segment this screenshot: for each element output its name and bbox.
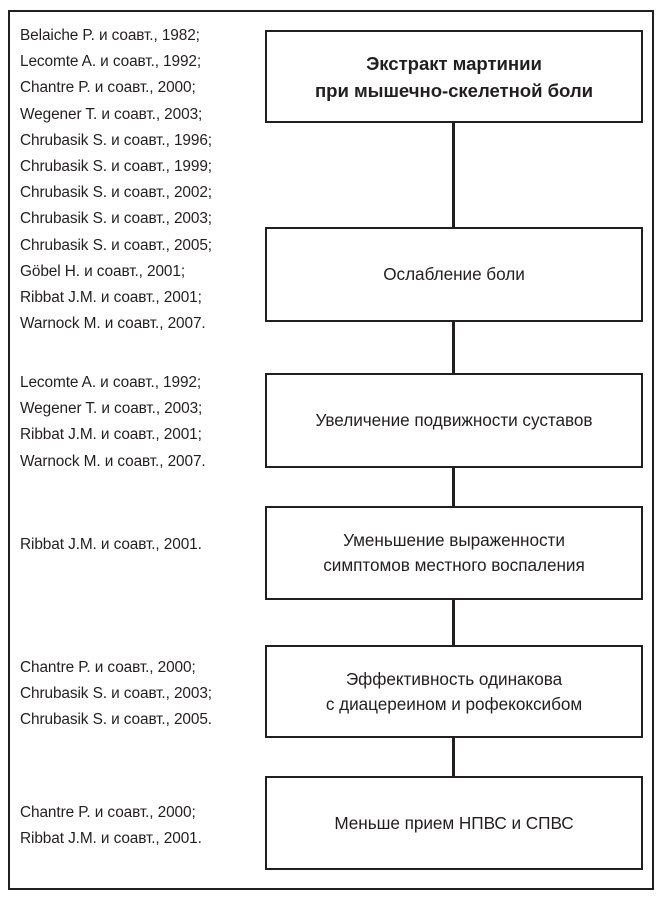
citation-group-joint-mobility: Lecomte A. и соавт., 1992; Wegener T. и … — [20, 370, 258, 475]
flow-box-less-nsaid-line1: Меньше прием НПВС и СПВС — [334, 812, 574, 833]
flow-box-local-inflammation-line2: симптомов местного воспаления — [323, 555, 585, 575]
flow-box-equal-efficacy[interactable]: Эффективность одинакова с диацереином и … — [265, 645, 643, 738]
citation-line: Chrubasik S. и соавт., 1999; — [20, 158, 212, 176]
citation-line: Lecomte A. и соавт., 1992; — [20, 374, 202, 391]
citation-line: Chrubasik S. и соавт., 2005. — [20, 711, 212, 729]
flow-box-less-nsaid-label: Меньше прием НПВС и СПВС — [324, 811, 583, 836]
flow-box-pain-relief-line1: Ослабление боли — [383, 264, 525, 284]
connector-title-to-pain-relief — [452, 121, 455, 229]
citation-line: Lecomte A. и соавт., 1992; — [20, 53, 202, 71]
flow-box-less-nsaid[interactable]: Меньше прием НПВС и СПВС — [265, 776, 643, 870]
citation-line: Göbel H. и соавт., 2001; — [20, 262, 185, 280]
citation-line: Wegener T. и соавт., 2003; — [20, 105, 203, 123]
flow-box-joint-mobility[interactable]: Увеличение подвижности суставов — [265, 373, 643, 468]
connector-joint-mobility-to-local-inflammation — [452, 466, 455, 507]
citation-column: Belaiche P. и соавт., 1982; Lecomte A. и… — [20, 10, 258, 890]
citation-line: Chrubasik S. и соавт., 2002; — [20, 184, 212, 202]
citation-line: Chrubasik S. и соавт., 1996; — [20, 131, 212, 149]
citation-line: Wegener T. и соавт., 2003; — [20, 400, 203, 418]
citation-line: Ribbat J.M. и соавт., 2001; — [20, 426, 202, 444]
citation-group-pain-relief: Belaiche P. и соавт., 1982; Lecomte A. и… — [20, 23, 258, 337]
citation-line: Ribbat J.M. и соавт., 2001. — [20, 830, 202, 848]
citation-line: Belaiche P. и соавт., 1982; — [20, 27, 200, 44]
flow-box-joint-mobility-line1: Увеличение подвижности суставов — [315, 410, 593, 430]
flow-box-title-label: Экстракт мартинии при мышечно-скелетной … — [305, 50, 603, 104]
flow-box-local-inflammation-label: Уменьшение выраженности симптомов местно… — [313, 528, 594, 578]
citation-group-local-inflammation: Ribbat J.M. и соавт., 2001. — [20, 532, 258, 558]
citation-line: Chrubasik S. и соавт., 2005; — [20, 236, 212, 254]
citation-line: Chrubasik S. и соавт., 2003; — [20, 685, 212, 703]
flow-box-joint-mobility-label: Увеличение подвижности суставов — [306, 408, 603, 433]
flow-box-title[interactable]: Экстракт мартинии при мышечно-скелетной … — [265, 30, 643, 123]
connector-local-inflammation-to-equal-efficacy — [452, 598, 455, 647]
flow-box-local-inflammation-line1: Уменьшение выраженности — [343, 530, 565, 550]
citation-line: Warnock M. и соавт., 2007. — [20, 452, 206, 470]
flow-box-pain-relief[interactable]: Ослабление боли — [265, 227, 643, 322]
citation-line: Ribbat J.M. и соавт., 2001; — [20, 289, 202, 307]
citation-line: Warnock M. и соавт., 2007. — [20, 315, 206, 333]
flow-box-title-line2: при мышечно-скелетной боли — [314, 79, 594, 101]
flow-box-equal-efficacy-line1: Эффективность одинакова — [345, 668, 563, 689]
flow-box-equal-efficacy-line2: с диацереином и рофекоксибом — [325, 693, 583, 714]
citation-line: Chantre P. и соавт., 2000; — [20, 659, 196, 676]
flow-box-local-inflammation[interactable]: Уменьшение выраженности симптомов местно… — [265, 506, 643, 600]
citation-group-less-nsaid: Chantre P. и соавт., 2000; Ribbat J.M. и… — [20, 800, 258, 852]
citation-line: Ribbat J.M. и соавт., 2001. — [20, 536, 202, 553]
flow-box-pain-relief-label: Ослабление боли — [373, 262, 535, 287]
connector-pain-relief-to-joint-mobility — [452, 320, 455, 374]
citation-group-equal-efficacy: Chantre P. и соавт., 2000; Chrubasik S. … — [20, 655, 258, 734]
citation-line: Chantre P. и соавт., 2000; — [20, 79, 196, 97]
citation-line: Chrubasik S. и соавт., 2003; — [20, 210, 212, 228]
connector-equal-efficacy-to-less-nsaid — [452, 736, 455, 777]
flow-box-equal-efficacy-label: Эффективность одинакова с диацереином и … — [316, 667, 592, 717]
flow-box-title-line1: Экстракт мартинии — [366, 52, 542, 74]
citation-line: Chantre P. и соавт., 2000; — [20, 804, 196, 821]
